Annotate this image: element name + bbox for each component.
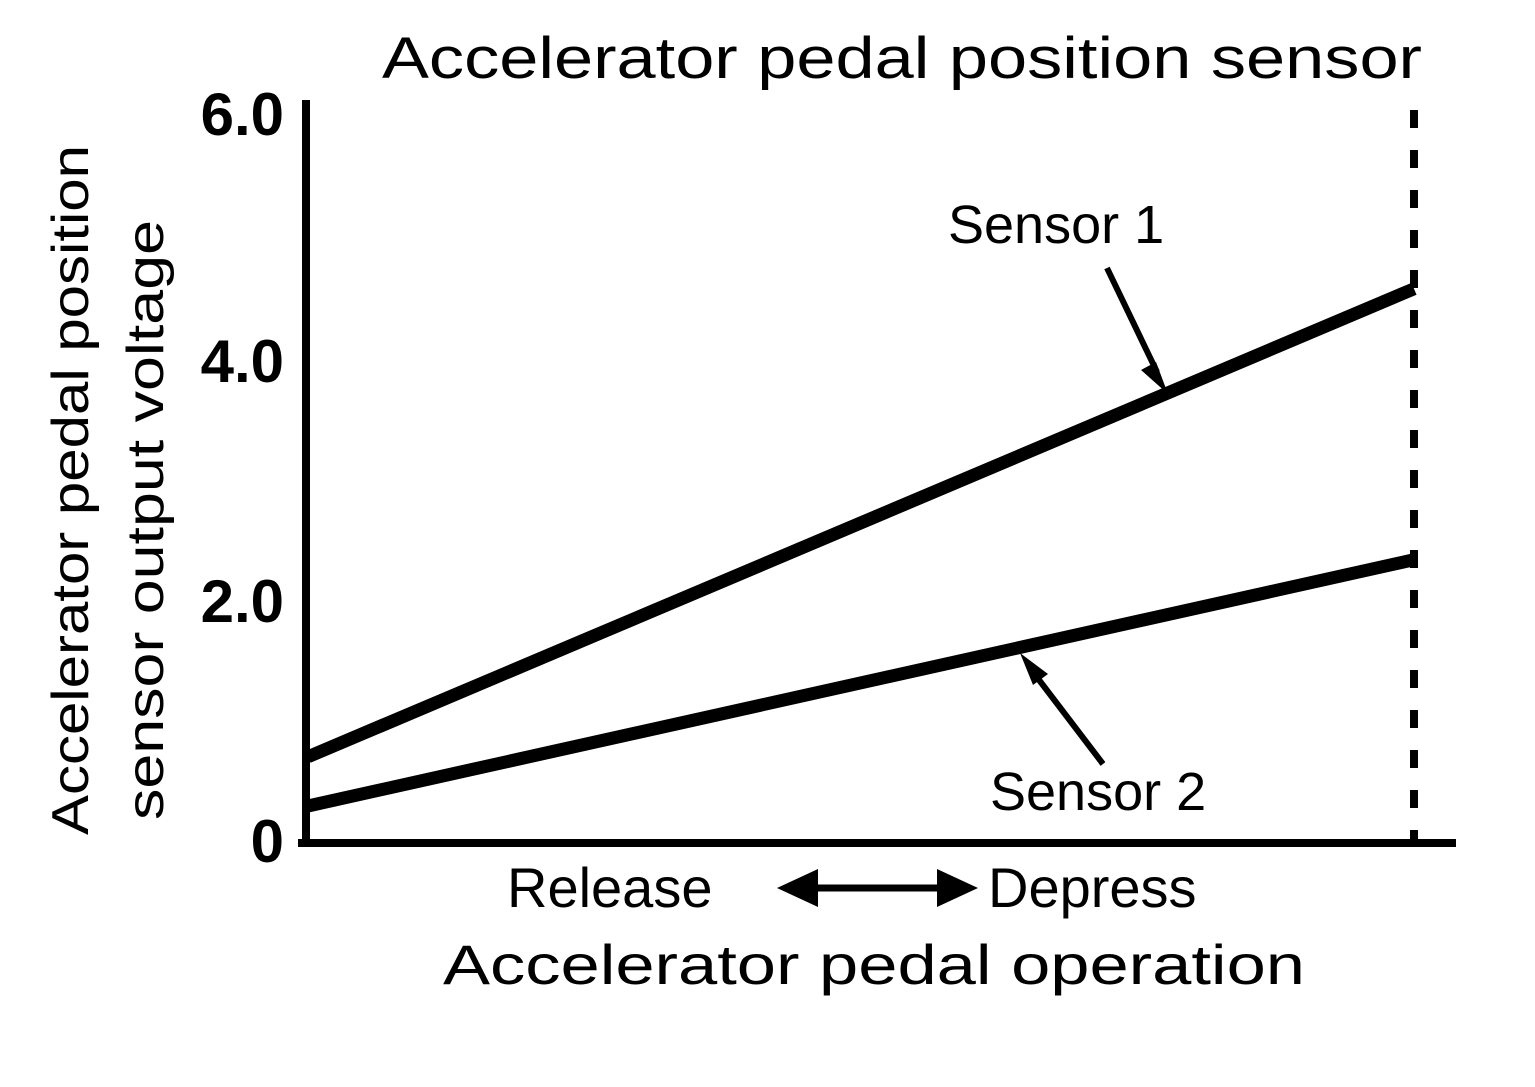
y-tick-label-6: 6.0 [201, 81, 284, 148]
sensor-2-line [306, 553, 1416, 813]
y-tick-label-2: 2.0 [201, 568, 284, 635]
x-axis-title: Accelerator pedal operation [443, 933, 1305, 996]
y-axis-label-line2: sensor output voltage [117, 220, 175, 820]
x-axis-release-label: Release [507, 856, 712, 919]
sensor-1-annotation-label: Sensor 1 [948, 195, 1164, 255]
y-tick-label-0: 0 [251, 808, 284, 875]
sensor-2-callout-arrow [1020, 653, 1106, 766]
chart-title: Accelerator pedal position sensor [382, 26, 1422, 91]
release-depress-double-arrow-icon [777, 869, 978, 907]
y-tick-label-4: 4.0 [201, 328, 284, 395]
x-axis-depress-label: Depress [988, 856, 1197, 919]
y-axis-label: Accelerator pedal position sensor output… [42, 145, 175, 835]
sensor-1-callout-arrow [1104, 266, 1168, 394]
sensor-1-line [305, 282, 1417, 763]
sensor-2-annotation-label: Sensor 2 [990, 762, 1206, 822]
y-axis-label-line1: Accelerator pedal position [42, 145, 100, 835]
